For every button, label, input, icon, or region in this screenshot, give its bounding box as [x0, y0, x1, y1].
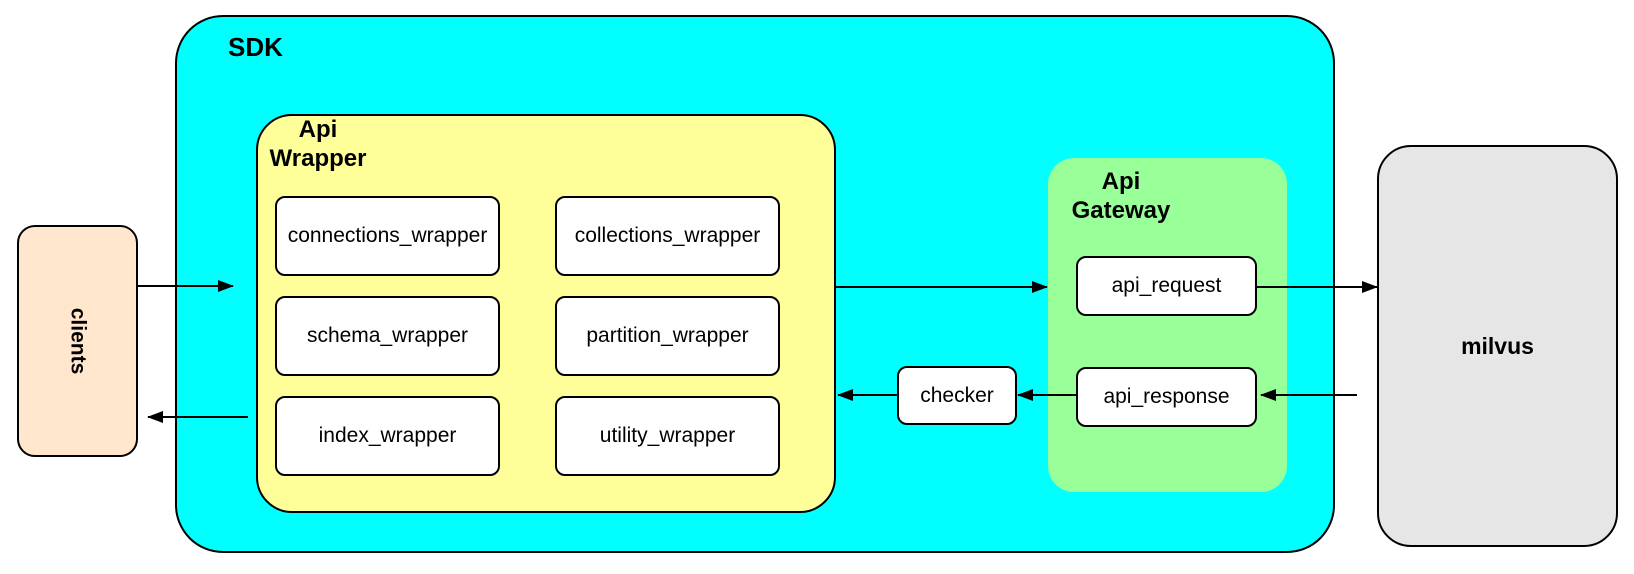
- milvus-label: milvus: [1461, 332, 1534, 359]
- api-wrapper-label: Api Wrapper: [269, 116, 367, 172]
- index-wrapper-box: index_wrapper: [275, 396, 500, 476]
- checker-box: checker: [897, 366, 1017, 425]
- collections-wrapper-box: collections_wrapper: [555, 196, 780, 276]
- api-request-box: api_request: [1076, 256, 1257, 316]
- milvus-node: milvus: [1377, 145, 1618, 547]
- partition-wrapper-box: partition_wrapper: [555, 296, 780, 376]
- utility-wrapper-box: utility_wrapper: [555, 396, 780, 476]
- clients-node: clients: [17, 225, 138, 457]
- schema-wrapper-box: schema_wrapper: [275, 296, 500, 376]
- api-gateway-label: Api Gateway: [1071, 168, 1171, 224]
- sdk-label: SDK: [228, 32, 283, 62]
- api-response-box: api_response: [1076, 367, 1257, 427]
- clients-label: clients: [66, 307, 90, 375]
- api-gateway-container: [1048, 158, 1287, 492]
- connections-wrapper-box: connections_wrapper: [275, 196, 500, 276]
